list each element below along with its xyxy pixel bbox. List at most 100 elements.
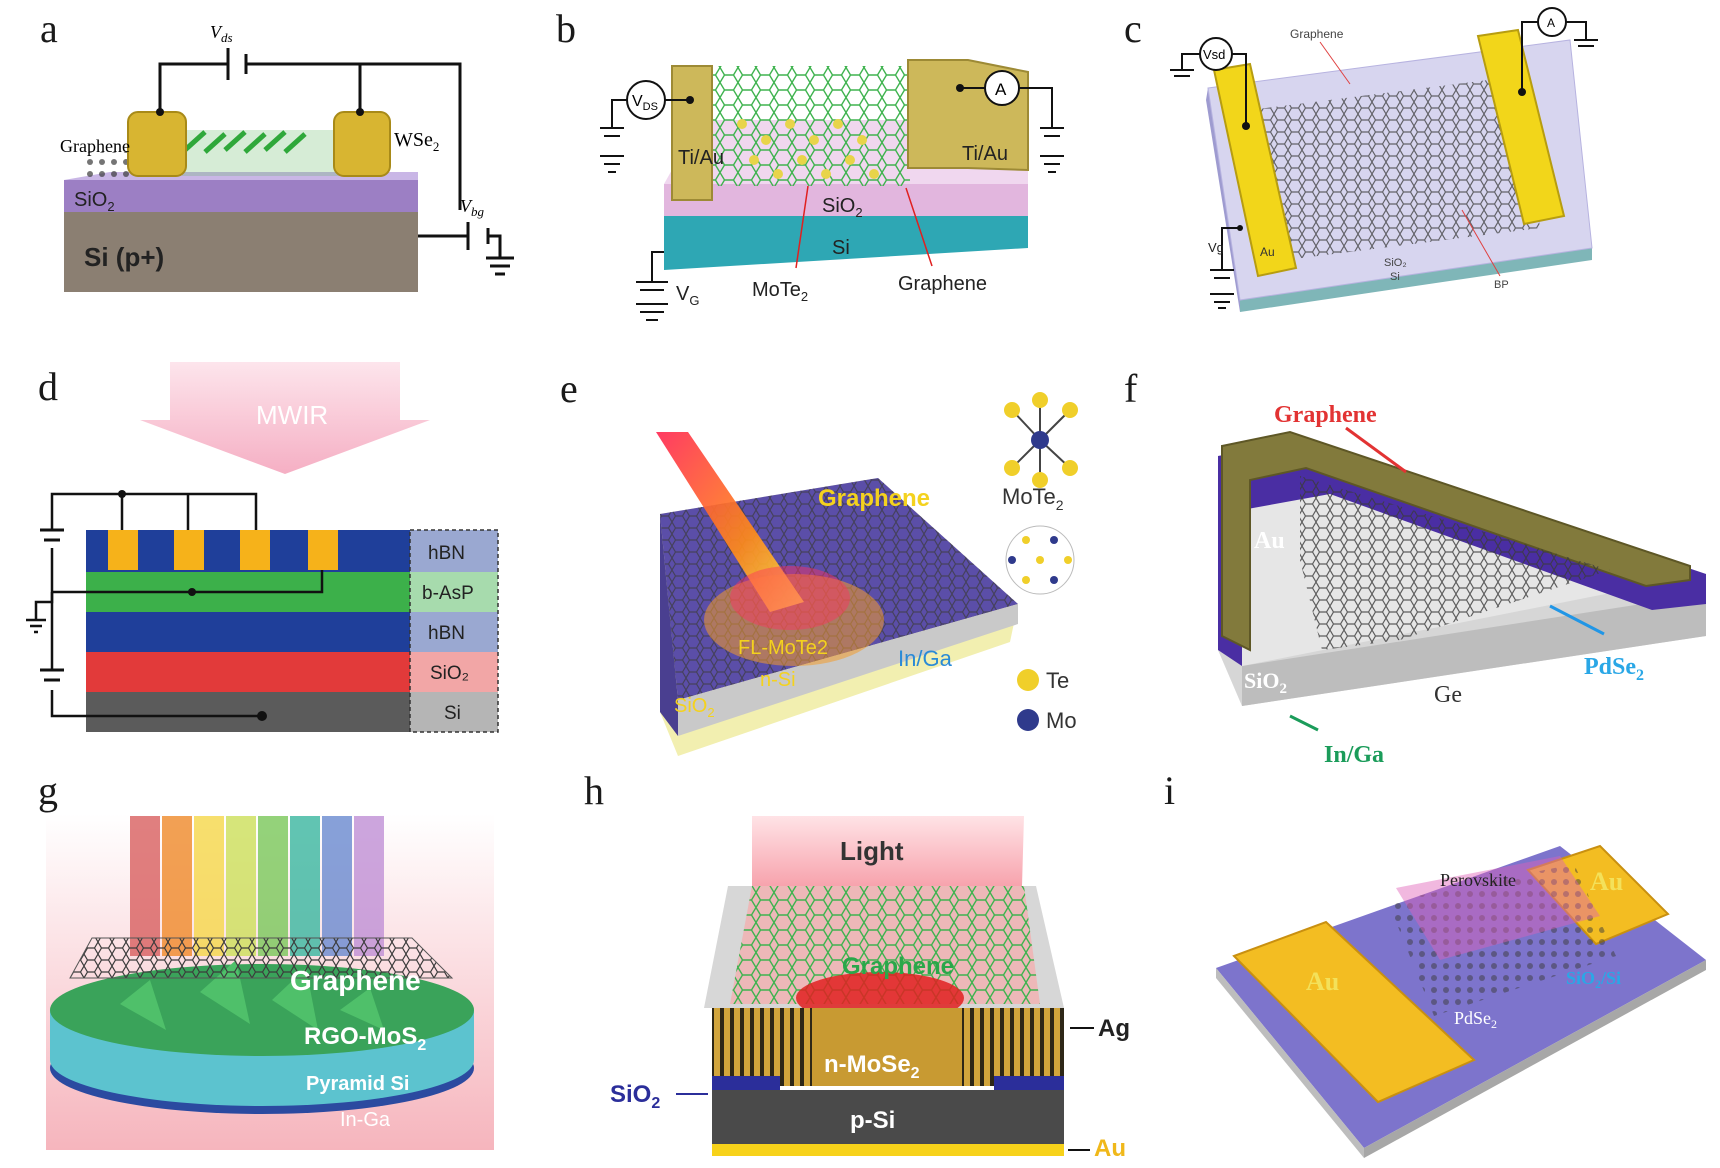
sio2-label: SiO2 xyxy=(1244,668,1287,697)
au-label: Au xyxy=(1094,1135,1126,1162)
right-tiau-label: Ti/Au xyxy=(962,143,1008,165)
left-au-pad xyxy=(1232,920,1476,1104)
legend-box xyxy=(409,529,499,733)
au-left-label: Au xyxy=(1306,967,1339,996)
panel-b-label: b xyxy=(556,6,576,51)
graphene-label: Graphene xyxy=(842,953,954,980)
panel-a-label: a xyxy=(40,6,58,51)
circuit-wire xyxy=(50,492,262,718)
layer-label: SiO₂ xyxy=(430,663,469,684)
inga-label: In/Ga xyxy=(1324,742,1384,768)
electrode xyxy=(308,530,338,570)
graphene-label: Graphene xyxy=(1290,27,1344,41)
panel-d-label: d xyxy=(38,364,58,409)
pdse2-label: PdSe2 xyxy=(1454,1008,1497,1031)
au-bottom-layer xyxy=(712,1144,1064,1156)
au-label: Au xyxy=(1254,528,1285,554)
wse2-label: WSe2 xyxy=(394,129,439,154)
pdse2-arrow xyxy=(1549,604,1605,636)
panel-h: h Light Graphene n-MoSe2 p-Si Ag SiO2 Au xyxy=(584,768,1130,1162)
graphene-label: Graphene xyxy=(290,965,421,996)
au-electrode-frame xyxy=(1221,430,1691,652)
pdse2-label: PdSe2 xyxy=(1584,654,1644,684)
mwir-label: MWIR xyxy=(256,400,328,430)
mote2-label: MoTe2 xyxy=(1002,484,1064,513)
si-label: Si (p+) xyxy=(84,242,164,272)
light-beam xyxy=(752,816,1024,886)
graphene-sheet xyxy=(700,66,910,186)
ammeter-label: A xyxy=(1547,16,1555,30)
sio2-si-label: SiO2/Si xyxy=(1566,968,1621,991)
pdse2-graphene-lattice xyxy=(1300,476,1610,650)
rgo-mos2-layer xyxy=(50,964,474,1056)
bp-label: BP xyxy=(1494,279,1509,291)
nsi-side xyxy=(678,604,1018,736)
layer-label: b-AsP xyxy=(422,583,474,604)
si-substrate xyxy=(64,212,418,292)
mote2-octahedron-icon xyxy=(1004,392,1078,488)
right-au-electrode xyxy=(1476,28,1566,226)
layer-label: hBN xyxy=(428,543,465,564)
left-au-electrode xyxy=(1212,62,1298,278)
ground-icon xyxy=(486,256,514,276)
graphene-label: Graphene xyxy=(818,485,930,512)
layer-label: Si xyxy=(444,703,461,724)
sio2-left xyxy=(712,1076,780,1090)
mote2-atoms xyxy=(737,119,879,179)
graphene-label: Graphene xyxy=(1274,402,1377,428)
panel-g: g Graphene RGO-MoS2 Pyramid Si In-Ga xyxy=(38,768,494,1150)
vsd-wire xyxy=(1170,53,1247,126)
light-beams xyxy=(130,816,384,956)
panel-d: d MWIR hBN b-AsP hBN SiO₂ Si xyxy=(26,362,499,733)
si-label: Si xyxy=(832,237,850,259)
panel-f-label: f xyxy=(1124,366,1138,411)
si-layer xyxy=(1240,248,1592,312)
panel-a: a Vds Graphene WSe2 SiO2 Si (p+) Vb xyxy=(40,6,514,292)
laser-beam xyxy=(656,432,804,612)
sio2-layer xyxy=(664,184,1028,216)
nsi-label: n-Si xyxy=(760,669,796,691)
battery-icon xyxy=(40,528,64,682)
graphene-label: Graphene xyxy=(60,136,130,156)
panel-e-label: e xyxy=(560,366,578,411)
graphene-flake xyxy=(84,152,134,178)
panel-e: e Graphene FL-MoTe2 n-Si In/Ga SiO2 MoTe… xyxy=(560,366,1078,756)
sio2-layer xyxy=(64,180,418,212)
inga-arrow xyxy=(1289,714,1319,732)
psi-label: p-Si xyxy=(850,1107,895,1134)
te-atom-icon xyxy=(1017,669,1039,691)
graphene-arrow xyxy=(1345,426,1407,474)
sio2-label: SiO2 xyxy=(610,1081,660,1112)
ground-icon xyxy=(600,127,624,173)
inga-label: In/Ga xyxy=(898,646,953,671)
sio2-label: SiO2 xyxy=(822,195,863,220)
left-tiau-label: Ti/Au xyxy=(678,147,724,169)
au-label: Au xyxy=(1260,245,1275,259)
mo-label: Mo xyxy=(1046,708,1077,733)
ag-label: Ag xyxy=(1098,1015,1130,1042)
electrode xyxy=(108,530,138,570)
vg-label: VG xyxy=(676,283,699,308)
fl-mote2-label: FL-MoTe2 xyxy=(738,637,828,659)
panel-f: f Graphene Au SiO2 Ge PdSe2 In/Ga xyxy=(1124,366,1706,768)
mo-atom-icon xyxy=(1017,709,1039,731)
rgo-mos2-label: RGO-MoS2 xyxy=(304,1023,426,1054)
layer-label: hBN xyxy=(428,623,465,644)
te-label: Te xyxy=(1046,668,1069,693)
au-right-label: Au xyxy=(1590,867,1623,896)
perovskite-label: Perovskite xyxy=(1440,870,1516,890)
psi-layer xyxy=(712,1090,1064,1144)
mote2-flake xyxy=(704,574,884,666)
panel-i: i Perovskite Au Au SiO2/Si PdSe2 xyxy=(1164,768,1706,1158)
panel-g-label: g xyxy=(38,768,58,813)
mwir-arrow xyxy=(140,362,430,474)
vg-label: Vg xyxy=(1208,240,1224,255)
graphene-sheet xyxy=(730,886,1040,1004)
vg-ground-icon xyxy=(1210,227,1240,309)
ge-label: Ge xyxy=(1434,682,1462,708)
electrode xyxy=(174,530,204,570)
left-electrode xyxy=(127,111,187,177)
vds-circuit-wire xyxy=(158,62,462,210)
sio2-label: SiO₂ xyxy=(1384,257,1407,269)
panel-h-label: h xyxy=(584,768,604,813)
